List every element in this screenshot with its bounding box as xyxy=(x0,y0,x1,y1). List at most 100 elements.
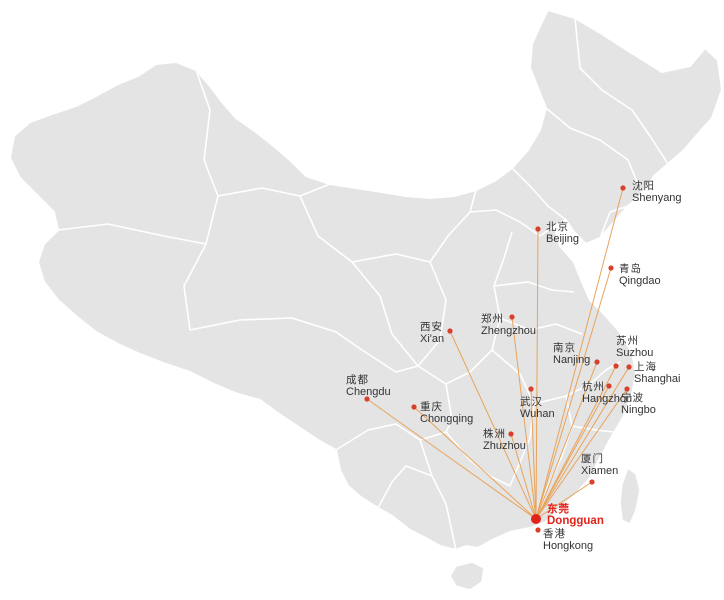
city-name-zh: 香港 xyxy=(543,528,566,540)
border-line xyxy=(189,317,363,351)
city-dot-chengdu xyxy=(364,396,370,402)
city-dot-nanjing xyxy=(594,359,600,365)
city-name-en: Qingdao xyxy=(619,275,661,287)
city-name-en: Zhuzhou xyxy=(483,440,526,452)
city-dot-hongkong xyxy=(535,527,541,533)
city-dot-xiamen xyxy=(589,479,595,485)
city-name-en: Wuhan xyxy=(520,408,555,420)
border-line xyxy=(571,425,615,433)
hub-dot-dongguan xyxy=(531,514,541,524)
province-borders xyxy=(57,17,669,551)
city-name-zh: 杭州 xyxy=(582,381,605,393)
city-name-en: Zhengzhou xyxy=(481,325,537,337)
route-chongqing xyxy=(413,406,537,520)
city-dot-zhuzhou xyxy=(508,431,514,437)
route-lines xyxy=(366,187,630,520)
route-chengdu xyxy=(366,398,537,520)
border-line xyxy=(57,223,207,245)
route-hangzhou xyxy=(535,385,610,520)
city-name-en: Ningbo xyxy=(621,404,656,416)
border-line xyxy=(217,183,331,197)
city-name-zh: 沈阳 xyxy=(632,180,655,192)
city-dot-shenyang xyxy=(620,185,626,191)
border-line xyxy=(574,17,669,165)
border-line xyxy=(545,107,643,195)
route-nanjing xyxy=(535,361,598,520)
city-name-zh: 厦门 xyxy=(581,453,604,465)
border-line xyxy=(499,317,583,335)
city-name-zh: 重庆 xyxy=(420,401,443,413)
route-zhengzhou xyxy=(511,316,537,520)
border-line xyxy=(599,205,629,239)
city-dot-zhengzhou xyxy=(509,314,515,320)
city-dot-qingdao xyxy=(608,265,614,271)
city-name-zh: 武汉 xyxy=(520,396,543,408)
border-line xyxy=(361,349,471,385)
city-name-zh: 东莞 xyxy=(547,503,570,515)
city-name-zh: 青岛 xyxy=(619,263,642,275)
city-name-zh: 成都 xyxy=(346,374,369,386)
city-dot-suzhou xyxy=(613,363,619,369)
route-suzhou xyxy=(535,365,617,520)
border-line xyxy=(493,281,575,293)
hainan-shape xyxy=(449,561,485,591)
city-name-zh: 西安 xyxy=(420,321,443,333)
city-dots xyxy=(364,185,632,533)
route-beijing xyxy=(535,228,539,520)
city-name-zh: 北京 xyxy=(546,221,569,233)
route-ningbo xyxy=(535,388,628,520)
border-line xyxy=(351,189,477,263)
city-name-zh: 南京 xyxy=(553,342,576,354)
city-name-zh: 上海 xyxy=(634,361,657,373)
route-qingdao xyxy=(535,267,612,520)
city-name-en: Xi'an xyxy=(420,333,445,345)
route-shenyang xyxy=(535,187,624,520)
border-line xyxy=(391,261,447,367)
city-dot-ningbo xyxy=(624,386,630,392)
city-name-zh: 宁波 xyxy=(621,392,644,404)
city-dot-shanghai xyxy=(626,364,632,370)
city-dot-beijing xyxy=(535,226,541,232)
city-name-en: Dongguan xyxy=(547,515,604,527)
taiwan-shape xyxy=(619,466,641,526)
city-name-en: Nanjing xyxy=(553,354,591,366)
city-dot-chongqing xyxy=(411,404,417,410)
route-zhuzhou xyxy=(510,433,537,520)
route-xiamen xyxy=(535,481,593,520)
border-line xyxy=(469,209,555,237)
city-name-en: Shenyang xyxy=(632,192,682,204)
land-layer xyxy=(8,8,724,591)
city-dot-wuhan xyxy=(528,386,534,392)
city-name-zh: 郑州 xyxy=(481,313,504,325)
route-wuhan xyxy=(530,388,537,520)
city-dot-xian xyxy=(447,328,453,334)
city-name-en: Suzhou xyxy=(616,347,654,359)
border-line xyxy=(533,361,621,405)
city-name-zh: 株洲 xyxy=(483,428,506,440)
route-shanghai xyxy=(535,366,630,520)
border-line xyxy=(335,423,447,451)
city-name-en: Hangzhou xyxy=(582,393,633,405)
route-xian xyxy=(449,330,537,520)
border-line xyxy=(511,167,567,221)
city-name-en: Shanghai xyxy=(634,373,681,385)
city-name-zh: 苏州 xyxy=(616,335,639,347)
